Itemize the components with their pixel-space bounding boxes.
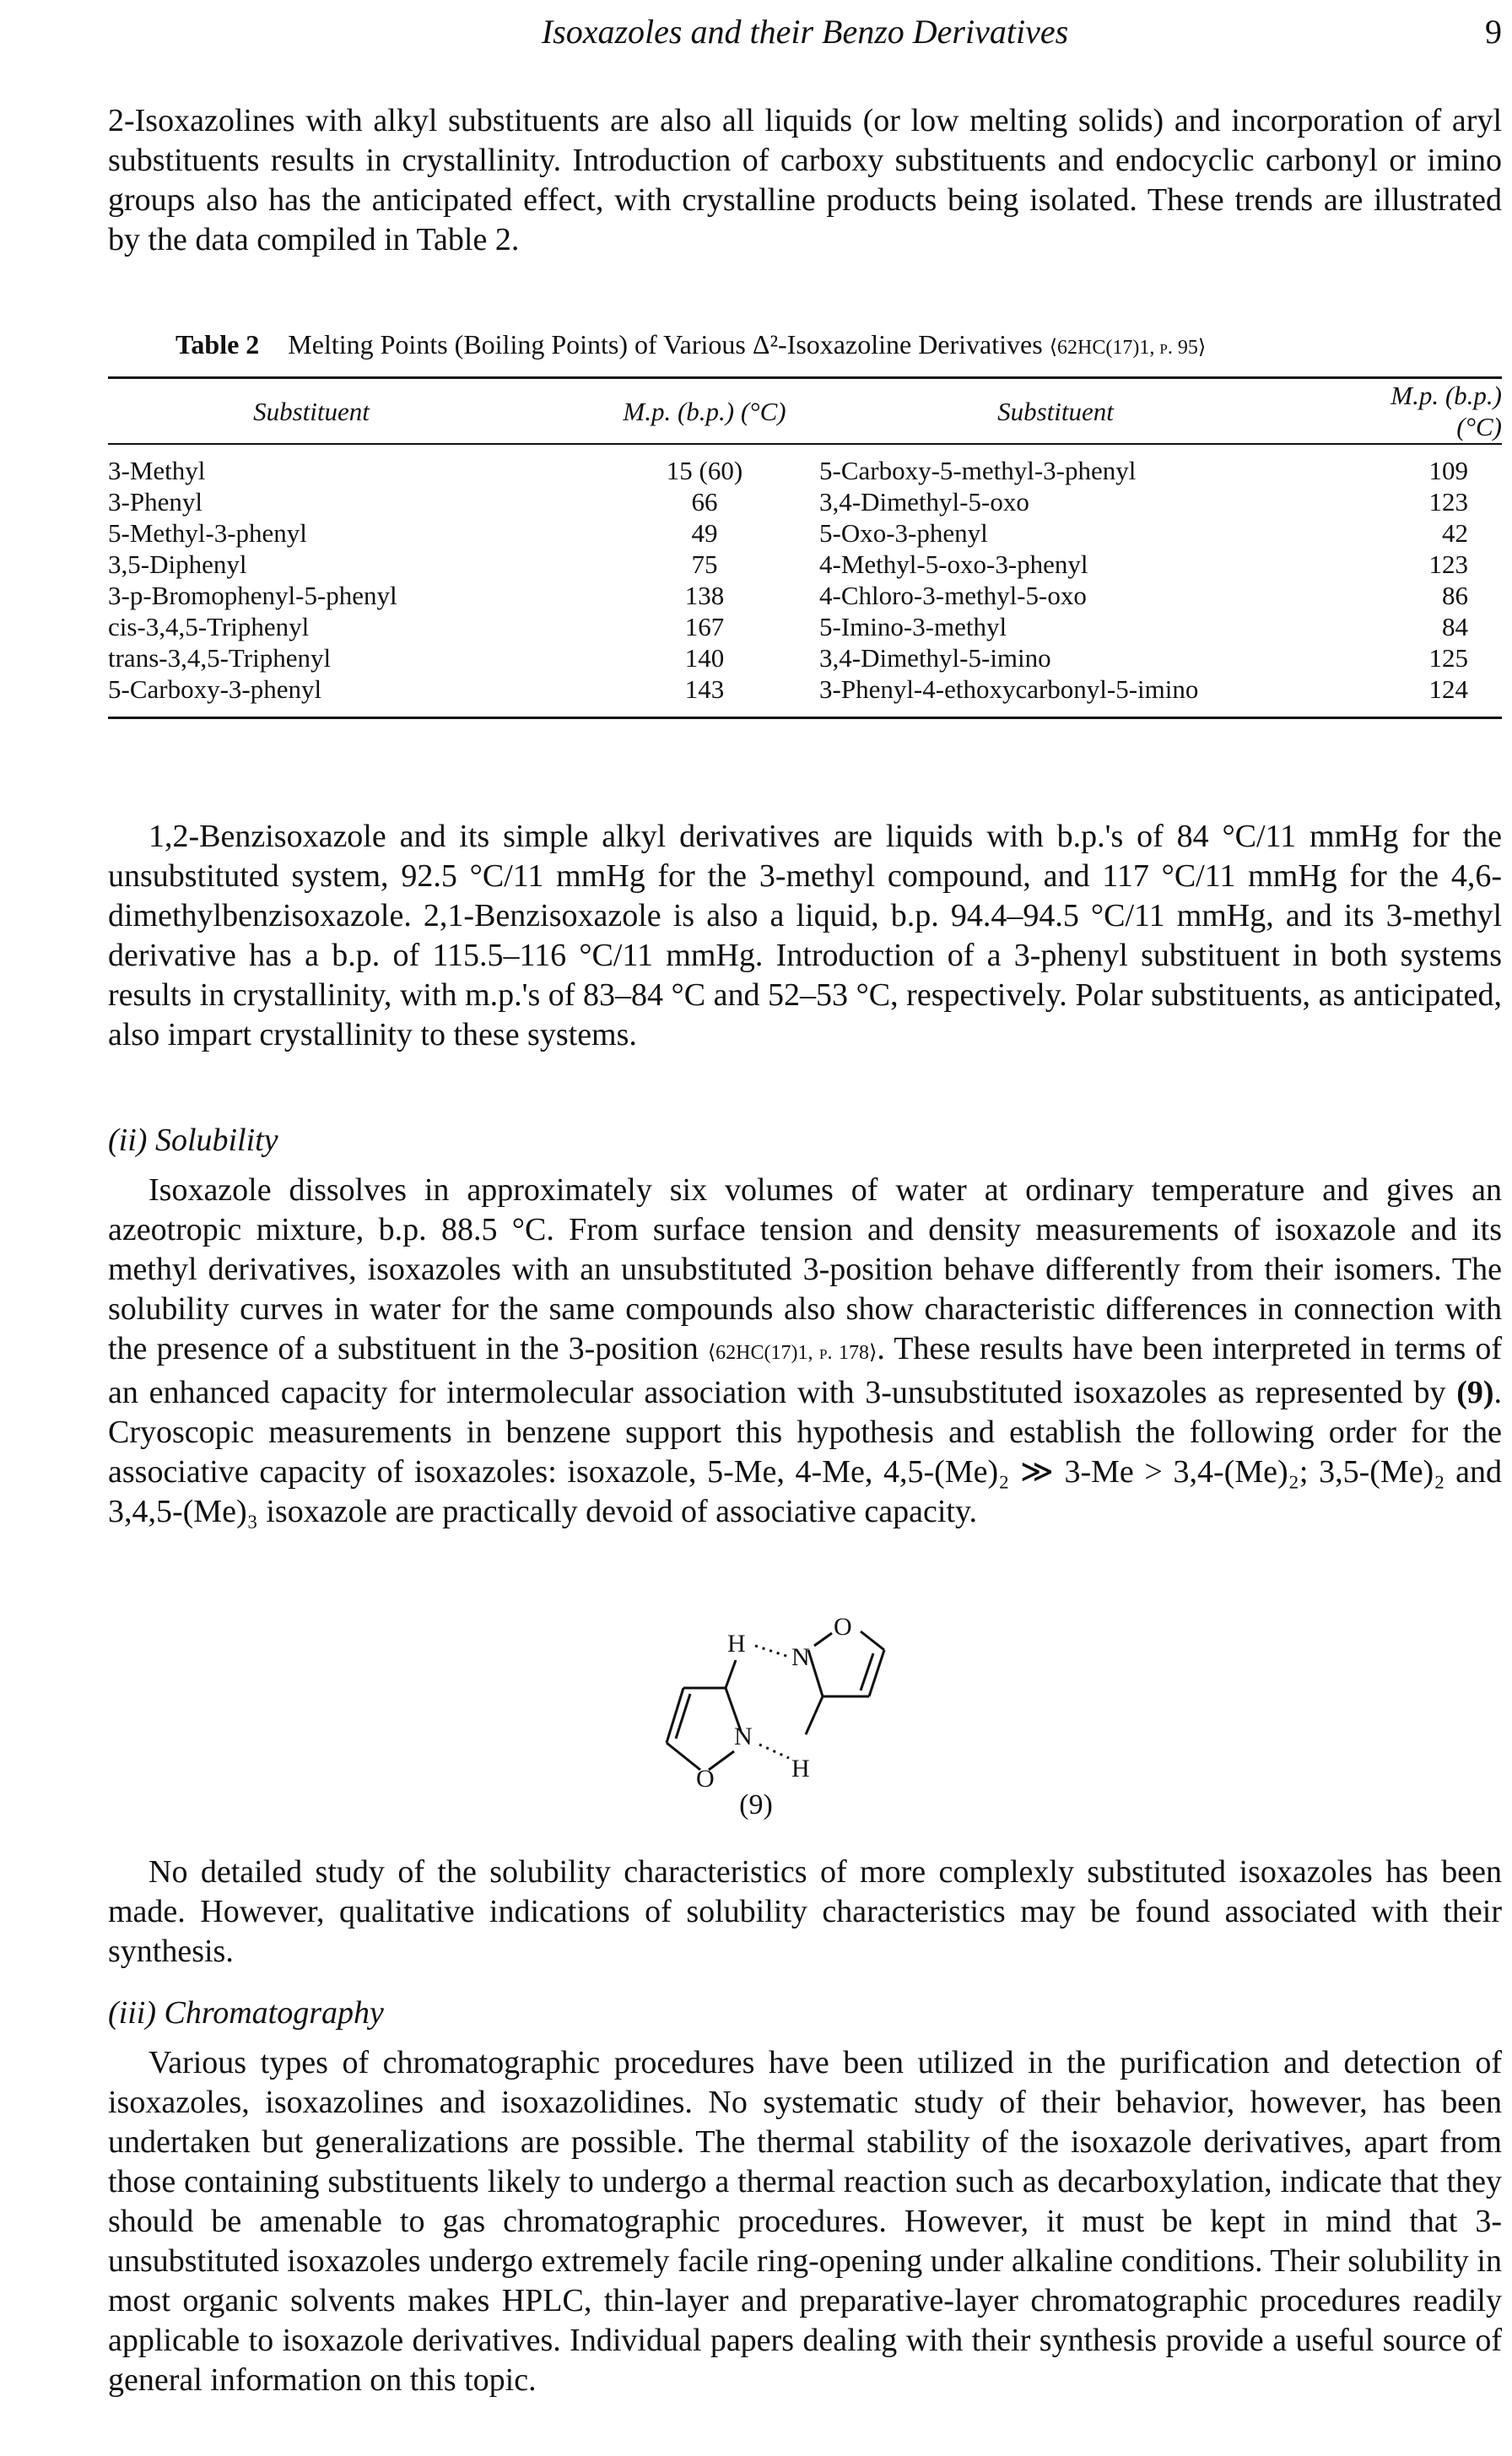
table-cell: 49 bbox=[691, 518, 718, 548]
table-cell: 125 bbox=[1428, 643, 1469, 673]
table-cell: 4-Chloro-3-methyl-5-oxo bbox=[819, 581, 1087, 610]
solubility-section: (ii) Solubility Isoxazole dissolves in a… bbox=[108, 1121, 1502, 1532]
chromatography-section: (iii) Chromatography Various types of ch… bbox=[108, 1993, 1502, 2400]
table-cell: 143 bbox=[684, 674, 725, 704]
header-substituent-1: Substituent bbox=[253, 396, 370, 426]
text-run: Isoxazole dissolves in approximately six… bbox=[108, 1172, 1502, 1366]
table-reference: ⟨62HC(17)1, p. 95⟩ bbox=[1049, 337, 1207, 359]
melting-points-table: Substituent M.p. (b.p.) (°C) Substituent… bbox=[108, 379, 1502, 717]
table-row: 5-Methyl-3-phenyl 49 5-Oxo-3-phenyl 42 bbox=[108, 517, 1502, 549]
table-bottom-rule bbox=[108, 717, 1502, 719]
table-label: Table 2 bbox=[176, 329, 260, 360]
table-caption-text: Melting Points (Boiling Points) of Vario… bbox=[288, 329, 1043, 360]
text-run: . Cryoscopic measurements in benzene sup… bbox=[108, 1375, 1503, 1529]
table-header-rule bbox=[108, 443, 1502, 445]
running-title: Isoxazoles and their Benzo Derivatives bbox=[541, 13, 1069, 51]
section-number: (iii) bbox=[108, 1995, 156, 2031]
table-cell: 123 bbox=[1428, 487, 1469, 517]
table-2: Table 2 Melting Points (Boiling Points) … bbox=[108, 327, 1502, 719]
chromatography-paragraph: Various types of chromatographic procedu… bbox=[108, 2045, 1502, 2398]
intro-paragraph: 2-Isoxazolines with alkyl substituents a… bbox=[108, 103, 1502, 257]
table-cell: 15 (60) bbox=[666, 456, 743, 485]
table-cell: 138 bbox=[684, 581, 725, 610]
table-cell: 3-Methyl bbox=[108, 456, 206, 485]
benzisoxazole-paragraph: 1,2-Benzisoxazole and its simple alkyl d… bbox=[108, 819, 1502, 1052]
table-row: 5-Carboxy-3-phenyl 143 3-Phenyl-4-ethoxy… bbox=[108, 674, 1502, 717]
table-cell: 124 bbox=[1428, 674, 1469, 704]
table-cell: 3-Phenyl bbox=[108, 487, 202, 517]
table-cell: 3,4-Dimethyl-5-imino bbox=[819, 643, 1051, 673]
table-header-row: Substituent M.p. (b.p.) (°C) Substituent… bbox=[108, 379, 1502, 443]
section-title: Solubility bbox=[154, 1123, 278, 1158]
page-number: 9 bbox=[1485, 13, 1502, 51]
section-number: (ii) bbox=[108, 1123, 148, 1158]
atom-label: H bbox=[791, 1755, 810, 1782]
running-head: Isoxazoles and their Benzo Derivatives 9 bbox=[108, 12, 1502, 54]
intro-section: 2-Isoxazolines with alkyl substituents a… bbox=[108, 101, 1502, 260]
table-cell: 3-Phenyl-4-ethoxycarbonyl-5-imino bbox=[819, 674, 1199, 704]
atom-label: O bbox=[834, 1613, 852, 1641]
table-cell: 84 bbox=[1442, 612, 1468, 641]
table-row: 3,5-Diphenyl 75 4-Methyl-5-oxo-3-phenyl … bbox=[108, 549, 1502, 580]
atom-label: N bbox=[734, 1723, 753, 1750]
solubility-continued: No detailed study of the solubility char… bbox=[108, 1853, 1502, 1972]
table-top-rule bbox=[108, 376, 1502, 379]
table-row: cis-3,4,5-Triphenyl 167 5-Imino-3-methyl… bbox=[108, 611, 1502, 642]
solubility-paragraph-2: No detailed study of the solubility char… bbox=[108, 1854, 1502, 1969]
table-cell: 123 bbox=[1428, 549, 1469, 579]
header-mp-2: M.p. (b.p.) (°C) bbox=[1390, 381, 1502, 441]
table-row: 3-Phenyl 66 3,4-Dimethyl-5-oxo 123 bbox=[108, 486, 1502, 517]
compound-reference: (9) bbox=[1456, 1375, 1494, 1410]
isoxazole-dimer-structure: H N O N O H bbox=[665, 1613, 886, 1789]
table-row: 3-Methyl 15 (60) 5-Carboxy-5-methyl-3-ph… bbox=[108, 445, 1502, 486]
atom-label: H bbox=[727, 1630, 746, 1658]
citation: ⟨62HC(17)1, p. 178⟩ bbox=[707, 1342, 878, 1364]
table-cell: 5-Carboxy-3-phenyl bbox=[108, 674, 322, 704]
table-cell: cis-3,4,5-Triphenyl bbox=[108, 612, 310, 641]
table-cell: 4-Methyl-5-oxo-3-phenyl bbox=[819, 549, 1088, 579]
atom-label: O bbox=[696, 1765, 715, 1789]
table-cell: 140 bbox=[684, 643, 725, 673]
table-row: 3-p-Bromophenyl-5-phenyl 138 4-Chloro-3-… bbox=[108, 580, 1502, 611]
table-cell: 86 bbox=[1442, 581, 1468, 610]
table-cell: 5-Oxo-3-phenyl bbox=[819, 518, 988, 548]
header-mp-1: M.p. (b.p.) (°C) bbox=[623, 396, 786, 426]
solubility-heading: (ii) Solubility bbox=[108, 1121, 1502, 1160]
table-cell: 109 bbox=[1428, 456, 1469, 485]
header-substituent-2: Substituent bbox=[997, 396, 1114, 426]
table-caption: Table 2 Melting Points (Boiling Points) … bbox=[108, 327, 1502, 365]
solubility-paragraph: Isoxazole dissolves in approximately six… bbox=[108, 1171, 1502, 1532]
table-cell: 75 bbox=[691, 549, 718, 579]
atom-label: N bbox=[791, 1643, 810, 1671]
table-cell: 5-Methyl-3-phenyl bbox=[108, 518, 307, 548]
table-cell: 3,4-Dimethyl-5-oxo bbox=[819, 487, 1029, 517]
table-cell: 167 bbox=[684, 612, 725, 641]
table-cell: trans-3,4,5-Triphenyl bbox=[108, 643, 332, 673]
section-title: Chromatography bbox=[164, 1995, 384, 2031]
table-cell: 66 bbox=[691, 487, 718, 517]
table-row: trans-3,4,5-Triphenyl 140 3,4-Dimethyl-5… bbox=[108, 642, 1502, 674]
figure-label: (9) bbox=[739, 1789, 773, 1820]
structure-figure: H N O N O H (9) bbox=[0, 1608, 1512, 1827]
benzisoxazole-section: 1,2-Benzisoxazole and its simple alkyl d… bbox=[108, 817, 1502, 1055]
text-run: . These results have been interpreted in… bbox=[108, 1331, 1502, 1410]
table-cell: 3-p-Bromophenyl-5-phenyl bbox=[108, 581, 397, 610]
table-cell: 3,5-Diphenyl bbox=[108, 549, 247, 579]
table-cell: 5-Imino-3-methyl bbox=[819, 612, 1007, 641]
chromatography-heading: (iii) Chromatography bbox=[108, 1993, 1502, 2033]
table-cell: 42 bbox=[1442, 518, 1468, 548]
table-cell: 5-Carboxy-5-methyl-3-phenyl bbox=[819, 456, 1137, 485]
